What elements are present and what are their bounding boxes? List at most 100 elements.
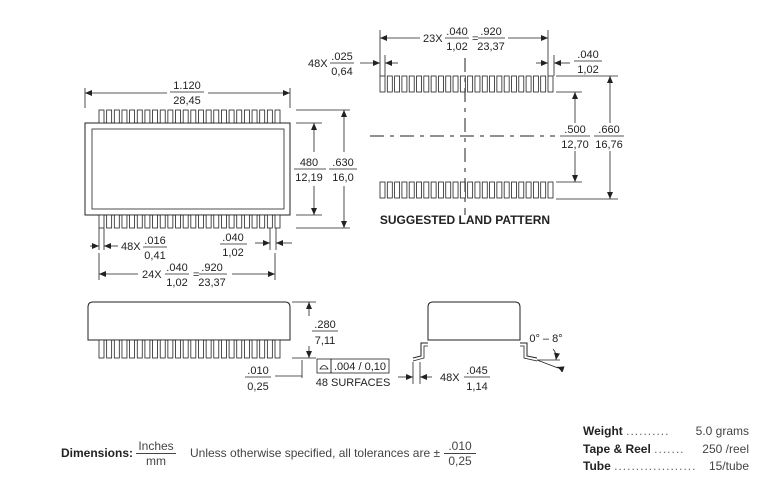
- lead: [243, 214, 250, 229]
- land-pad: [525, 181, 532, 199]
- lead: [259, 214, 266, 229]
- lead-width-inches: .016: [144, 235, 165, 247]
- body-width-mm: 12,19: [295, 172, 323, 184]
- foot-inches: .045: [466, 365, 487, 377]
- lead: [221, 214, 227, 229]
- outer-mm: 16,76: [595, 139, 623, 151]
- lead: [228, 214, 235, 229]
- end-lead-left: [412, 342, 428, 359]
- lead: [159, 339, 166, 359]
- lead: [113, 214, 120, 229]
- land-pad: [481, 75, 488, 93]
- span-mm: 16,0: [332, 172, 353, 184]
- lead: [121, 214, 128, 229]
- land-pads-lower: [379, 181, 554, 199]
- pitch-equals: =: [193, 269, 199, 281]
- lead: [98, 109, 105, 124]
- outer-inches: .660: [598, 124, 619, 136]
- land-pad: [379, 75, 386, 93]
- lead: [129, 214, 136, 229]
- lead: [98, 214, 105, 229]
- tolerance-text: Unless otherwise specified, all toleranc…: [190, 446, 441, 460]
- lead: [144, 339, 151, 359]
- side-body: [87, 301, 291, 341]
- lead: [259, 109, 266, 124]
- lead: [274, 339, 281, 359]
- end-lead-right: [520, 342, 538, 359]
- land-pad: [467, 181, 474, 199]
- lead: [167, 339, 174, 359]
- lead: [198, 214, 204, 229]
- land-pad: [445, 181, 452, 199]
- land-pad: [503, 181, 510, 199]
- lead: [98, 339, 105, 359]
- land-pad: [532, 181, 539, 199]
- lead: [221, 339, 227, 359]
- lead: [106, 214, 113, 229]
- units-fraction: Inches mm: [136, 439, 176, 468]
- lead: [205, 339, 212, 359]
- pitch-total-mm: 23,37: [198, 277, 226, 289]
- lead: [159, 214, 166, 229]
- lead: [259, 339, 266, 359]
- tolerance-inches: .010: [444, 439, 476, 454]
- lead: [175, 339, 181, 359]
- lead: [251, 339, 258, 359]
- top-view: 1.120 28,45 480 12,19 .630 16,0 48X .016…: [84, 80, 357, 289]
- lead: [205, 214, 212, 229]
- land-pad: [532, 75, 539, 93]
- pad-count: 48X: [308, 58, 328, 70]
- land-pad: [445, 75, 452, 93]
- land-pad: [438, 75, 444, 93]
- land-pad: [459, 75, 466, 93]
- lead: [198, 339, 204, 359]
- height-inches: .280: [314, 319, 335, 331]
- land-pad: [401, 75, 408, 93]
- lead: [175, 109, 181, 124]
- land-pad: [430, 181, 437, 199]
- land-pitch-total-mm: 23,37: [477, 41, 505, 53]
- land-pitch-count: 23X: [423, 33, 443, 45]
- lead: [228, 339, 235, 359]
- spec-row-tube: Tube ................... 15/tube: [583, 459, 749, 473]
- land-pad: [511, 75, 517, 93]
- length-inches: 1.120: [173, 80, 201, 92]
- dimensions-label: Dimensions:: [61, 446, 134, 460]
- land-pad: [496, 75, 503, 93]
- land-pad: [379, 181, 386, 199]
- foot-count: 48X: [440, 372, 460, 384]
- top-view-leads-upper: [98, 109, 281, 124]
- inner-inches: .500: [564, 124, 585, 136]
- height-mm: 7,11: [315, 335, 336, 347]
- pad-mm: 0,64: [331, 66, 352, 78]
- land-pad: [430, 75, 437, 93]
- land-pad: [540, 181, 547, 199]
- land-pattern-title: SUGGESTED LAND PATTERN: [380, 213, 550, 227]
- land-end-inches: .040: [577, 49, 598, 61]
- lead: [236, 214, 243, 229]
- spec-value: 250 /reel: [702, 442, 749, 456]
- units-inches: Inches: [136, 439, 176, 454]
- land-pad: [547, 75, 554, 93]
- land-pad: [481, 181, 488, 199]
- lead: [190, 339, 197, 359]
- standoff-inches: .010: [247, 365, 268, 377]
- lead: [159, 109, 166, 124]
- lead: [129, 109, 136, 124]
- lead: [190, 109, 197, 124]
- lead: [152, 109, 158, 124]
- lead: [167, 214, 174, 229]
- flatness-value: .004 / 0,10: [334, 361, 386, 373]
- lead: [266, 109, 273, 124]
- pitch-total-inches: .920: [201, 262, 222, 274]
- lead: [152, 339, 158, 359]
- lead: [113, 109, 120, 124]
- lead: [106, 109, 113, 124]
- land-pad: [474, 181, 481, 199]
- lead: [113, 339, 120, 359]
- land-pad: [416, 181, 422, 199]
- length-mm: 28,45: [173, 95, 201, 107]
- lead: [190, 214, 197, 229]
- land-pad: [408, 181, 415, 199]
